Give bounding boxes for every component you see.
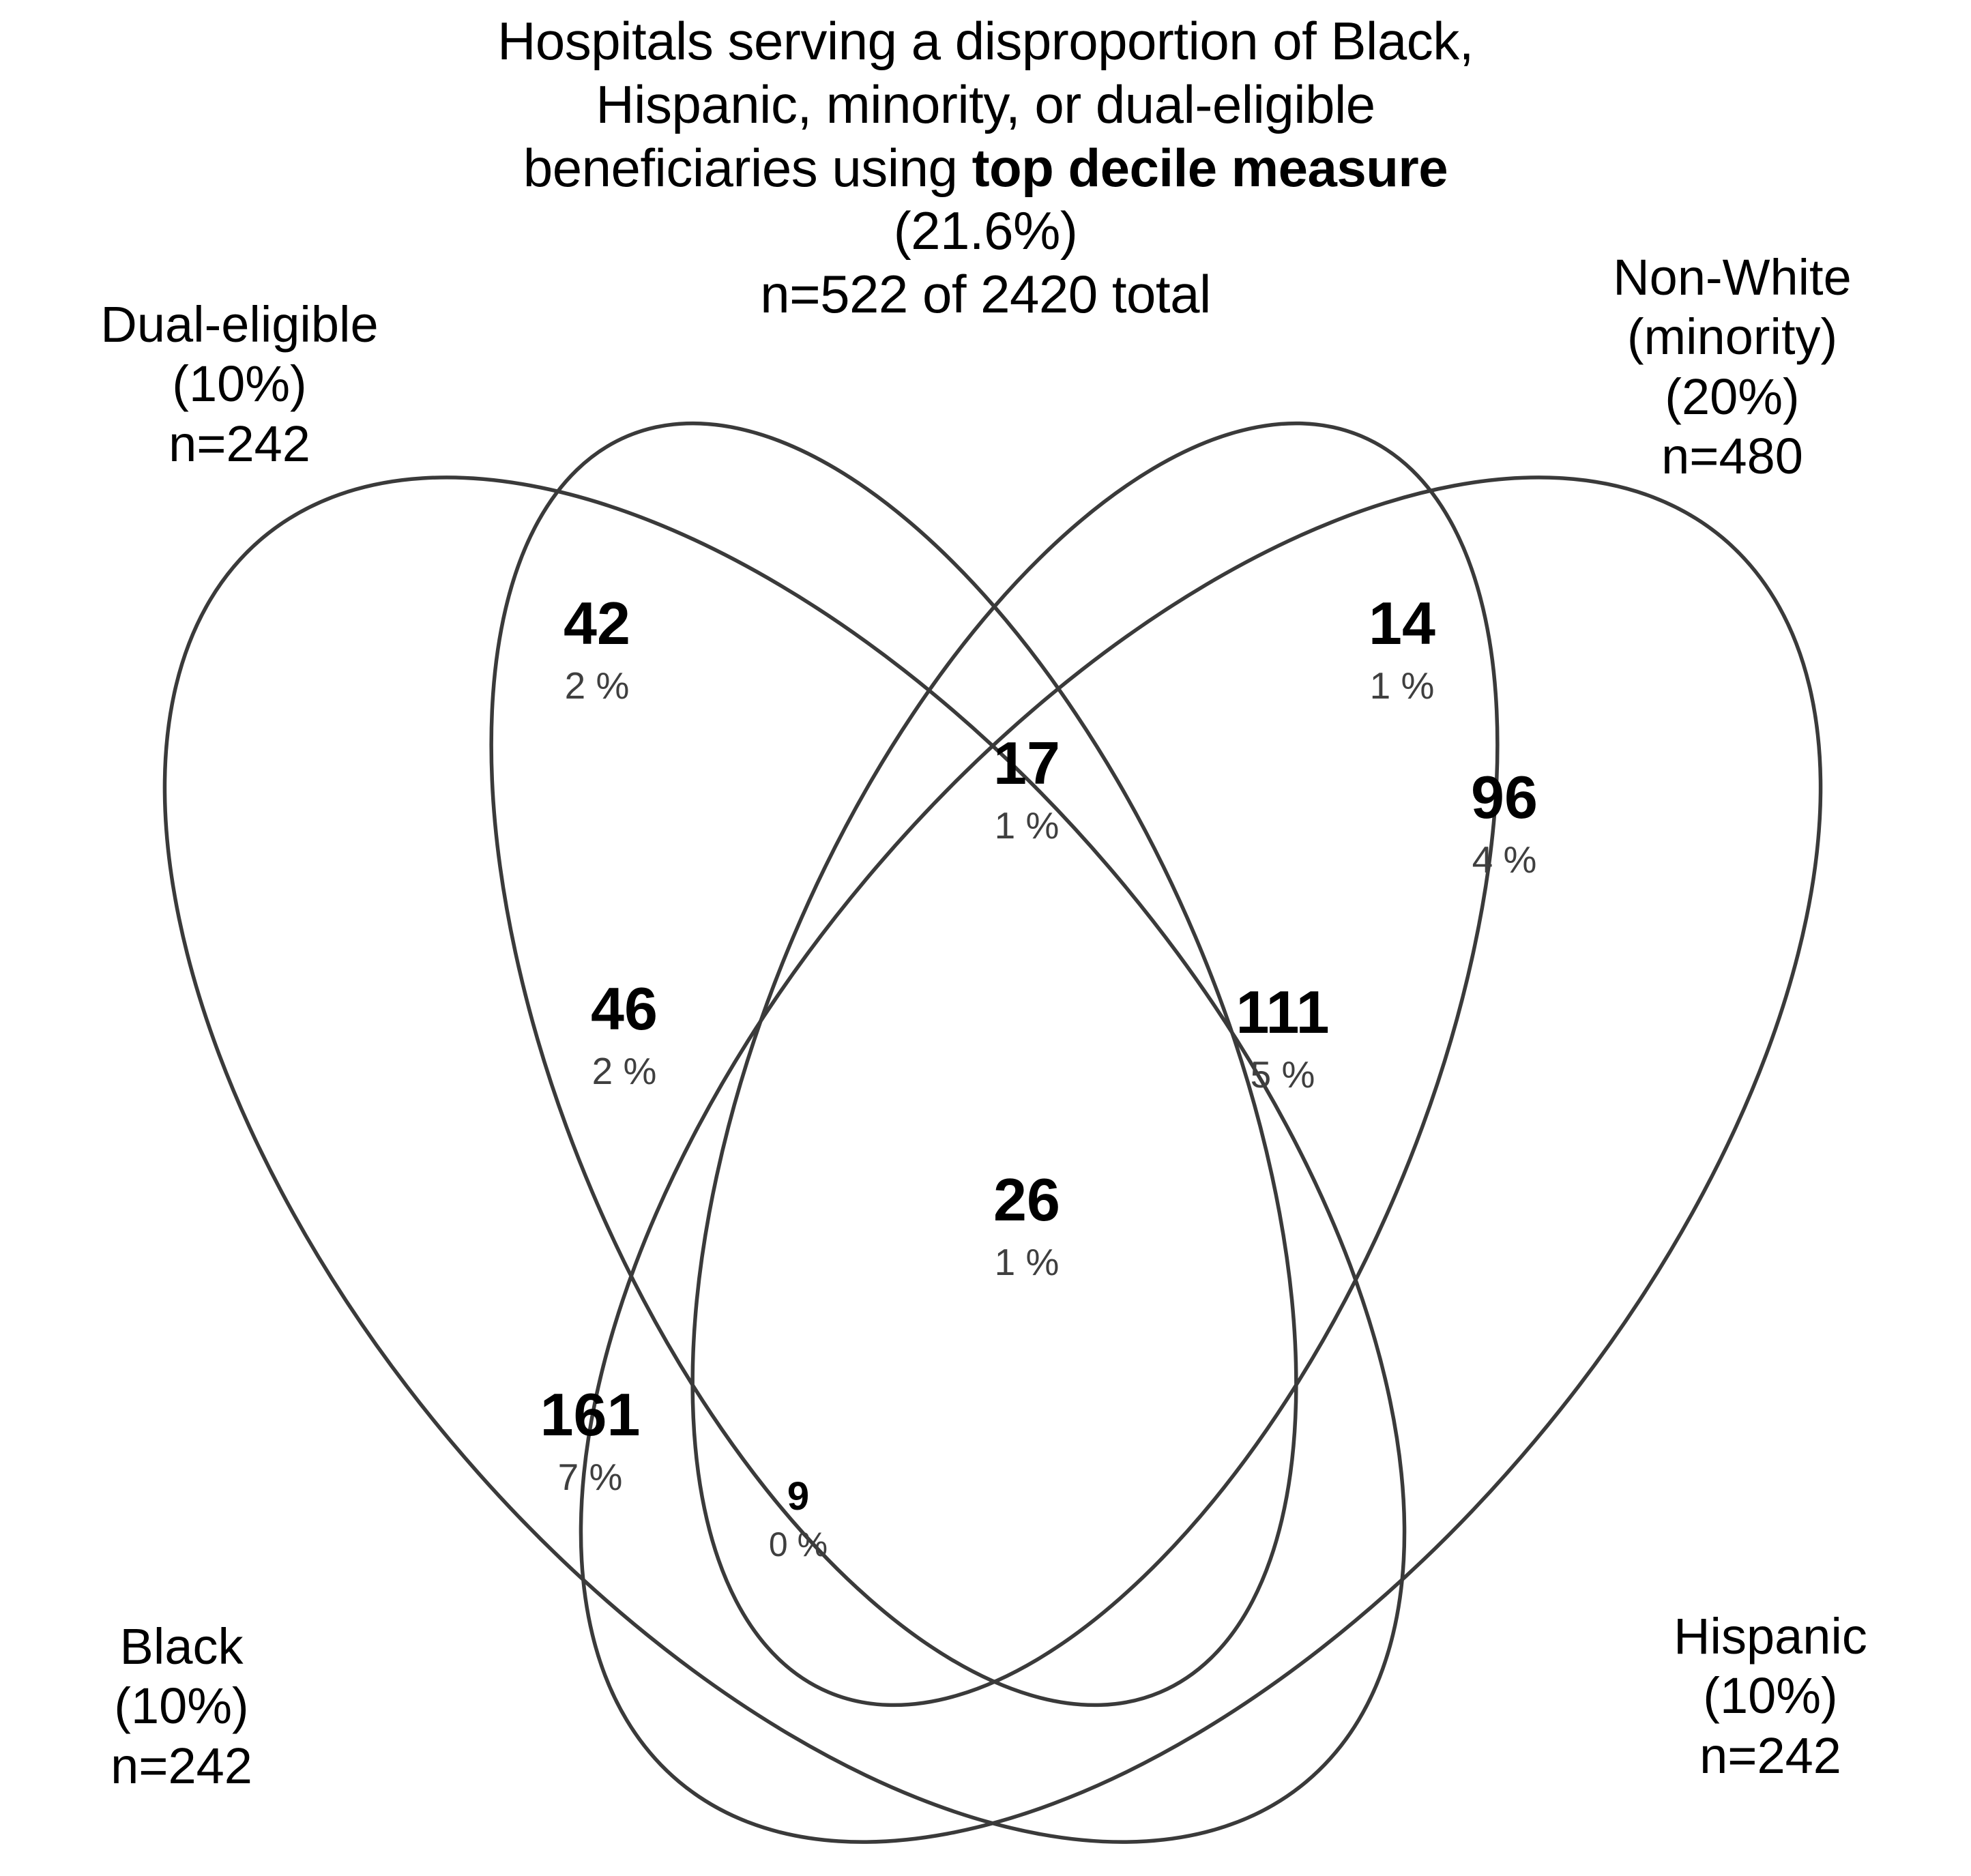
set-label-hispanic-n: n=242 xyxy=(1699,1727,1841,1784)
venn-region-dual-nonwhite: 17 1 % xyxy=(907,733,1146,845)
venn-ellipse-non-white xyxy=(527,308,1663,1820)
set-label-hispanic-percent: (10%) xyxy=(1703,1667,1838,1725)
venn-region-black-dual-nonwhite-count: 26 xyxy=(993,1166,1060,1233)
set-label-non-white-name: Non-White xyxy=(1613,249,1852,306)
venn-region-black-dual-percent: 2 % xyxy=(592,1050,657,1092)
title-line-2: Hispanic, minority, or dual-eligible xyxy=(596,74,1375,134)
set-label-dual-eligible-percent: (10%) xyxy=(172,355,307,413)
venn-region-dual-nonwhite-count: 17 xyxy=(993,729,1060,797)
venn-region-non-white-only-count: 14 xyxy=(1369,589,1435,657)
set-label-dual-eligible-name: Dual-eligible xyxy=(100,296,379,353)
set-label-black-n: n=242 xyxy=(111,1737,252,1794)
set-label-black-percent: (10%) xyxy=(114,1677,249,1735)
title-line-3: beneficiaries using top decile measure xyxy=(0,136,1971,200)
set-label-hispanic: Hispanic (10%) n=242 xyxy=(1590,1607,1951,1785)
set-label-dual-eligible-n: n=242 xyxy=(169,415,310,472)
venn-region-dual-only-percent: 2 % xyxy=(564,664,630,707)
venn-region-nonwhite-hispanic-count: 96 xyxy=(1471,763,1538,831)
venn-region-nonwhite-hispanic: 96 4 % xyxy=(1385,767,1624,879)
title-line-1: Hospitals serving a disproportion of Bla… xyxy=(497,11,1474,71)
venn-region-all-four: 9 0 % xyxy=(723,1477,873,1562)
venn-ellipse-black xyxy=(0,257,1641,1876)
venn-region-black-only-count: 161 xyxy=(540,1381,641,1448)
title-line-4-percent: (21.6%) xyxy=(893,201,1078,261)
venn-region-non-white-only: 14 1 % xyxy=(1283,593,1521,705)
set-label-black-name: Black xyxy=(119,1618,244,1675)
venn-region-all-four-count: 9 xyxy=(787,1474,810,1519)
set-label-black: Black (10%) n=242 xyxy=(25,1617,338,1796)
title-line-3-emphasis: top decile measure xyxy=(972,137,1448,198)
venn-ellipse-dual-eligible xyxy=(325,308,1461,1820)
venn-region-black-only-percent: 7 % xyxy=(557,1456,623,1498)
venn-region-dual-nonwhite-percent: 1 % xyxy=(994,804,1060,847)
set-label-dual-eligible: Dual-eligible (10%) n=242 xyxy=(25,295,454,473)
set-label-non-white-percent: (20%) xyxy=(1665,368,1800,425)
venn-region-dual-only: 42 2 % xyxy=(478,593,716,705)
venn-region-non-white-only-percent: 1 % xyxy=(1369,664,1435,707)
set-label-non-white-n: n=480 xyxy=(1661,427,1803,484)
set-label-non-white: Non-White (minority) (20%) n=480 xyxy=(1517,248,1947,486)
venn-region-black-dual: 46 2 % xyxy=(505,979,744,1090)
title-line-5-total: n=522 of 2420 total xyxy=(760,264,1211,325)
venn-region-black-dual-count: 46 xyxy=(591,975,658,1042)
venn-region-dual-only-count: 42 xyxy=(564,589,630,657)
set-label-hispanic-name: Hispanic xyxy=(1674,1608,1867,1665)
venn-region-black-only: 161 7 % xyxy=(464,1385,716,1496)
venn-region-all-four-percent: 0 % xyxy=(768,1525,828,1564)
venn-ellipse-hispanic xyxy=(345,257,1971,1876)
venn-region-dual-nonwhite-hispanic-count: 111 xyxy=(1236,978,1330,1046)
venn-region-dual-nonwhite-hispanic-percent: 5 % xyxy=(1250,1053,1315,1096)
venn-region-nonwhite-hispanic-percent: 4 % xyxy=(1472,838,1537,881)
venn-region-dual-nonwhite-hispanic: 111 5 % xyxy=(1153,982,1412,1094)
venn-region-black-dual-nonwhite-percent: 1 % xyxy=(994,1241,1060,1283)
venn-region-black-dual-nonwhite: 26 1 % xyxy=(907,1170,1146,1281)
set-label-non-white-sub: (minority) xyxy=(1626,308,1838,366)
title-line-3-prefix: beneficiaries using xyxy=(523,137,972,198)
figure-title: Hospitals serving a disproportion of Bla… xyxy=(0,10,1971,326)
